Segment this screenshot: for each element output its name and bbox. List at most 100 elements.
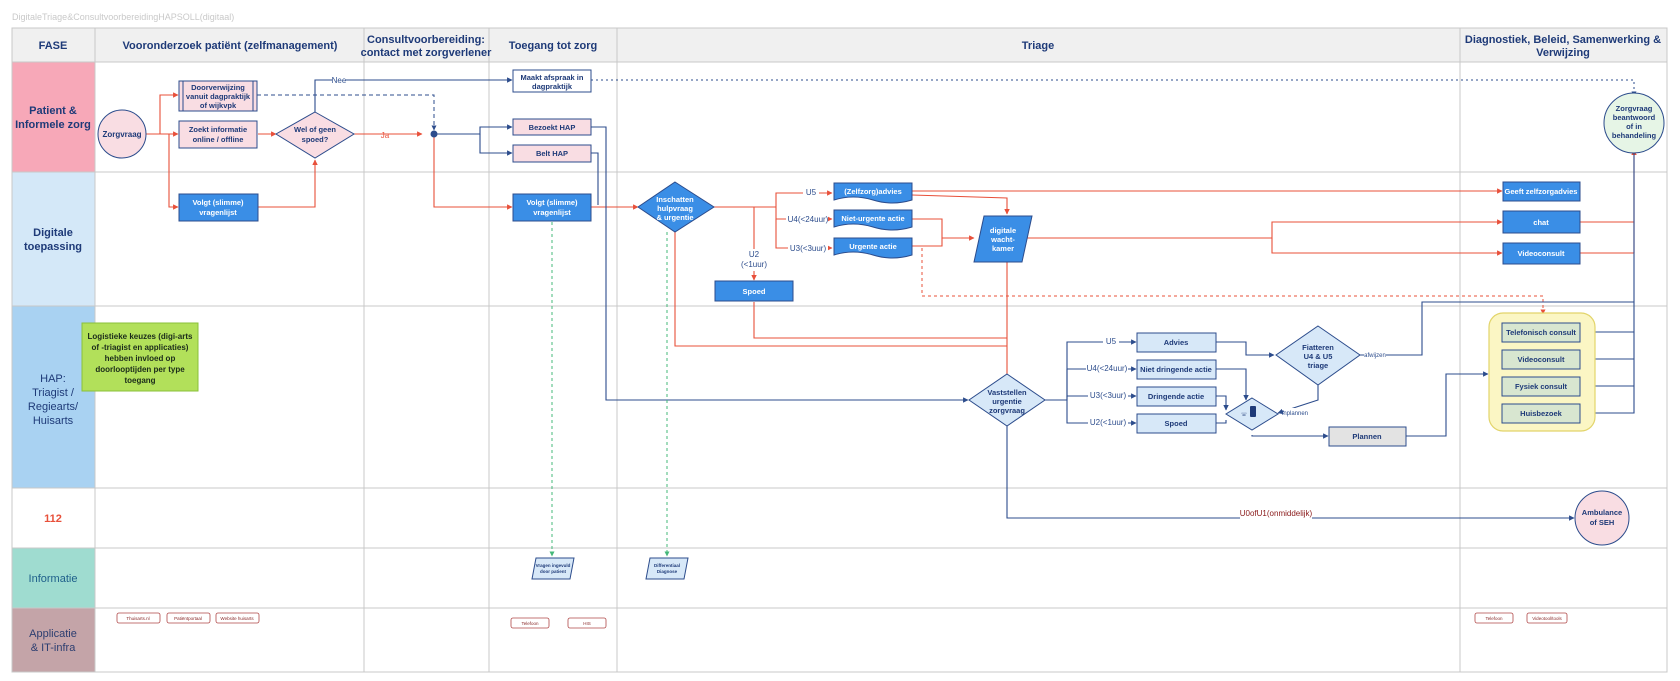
svg-text:hulpvraag: hulpvraag: [657, 204, 693, 213]
app-tag-website-huisarts[interactable]: Website huisarts: [215, 612, 260, 624]
svg-text:of in: of in: [1626, 122, 1642, 131]
svg-text:Website huisarts: Website huisarts: [220, 616, 254, 621]
svg-text:wacht-: wacht-: [990, 235, 1015, 244]
edge-label-u2-2: (<1uur): [741, 260, 767, 269]
node-doorverwijzing[interactable]: Doorverwijzing vanuit dagpraktijk of wij…: [178, 80, 258, 112]
svg-text:Vaststellen: Vaststellen: [987, 388, 1027, 397]
svg-text:Belt HAP: Belt HAP: [536, 149, 568, 158]
svg-text:Spoed: Spoed: [1165, 419, 1188, 428]
lane-app-label-1: Applicatie: [29, 628, 77, 640]
lane-digital-label-2: toepassing: [24, 241, 82, 253]
edge-label-u3-hap: U3(<3uur): [1090, 391, 1127, 400]
header-toegang: Toegang tot zorg: [509, 40, 597, 52]
svg-text:Telefoon: Telefoon: [1485, 616, 1503, 621]
svg-text:Zoekt informatie: Zoekt informatie: [189, 125, 247, 134]
node-spoed-hap[interactable]: Spoed: [1136, 413, 1217, 434]
svg-text:urgentie: urgentie: [992, 397, 1022, 406]
node-zoekt-informatie[interactable]: Zoekt informatie online / offline: [178, 120, 258, 149]
svg-text:zorgvraag: zorgvraag: [989, 406, 1025, 415]
node-telefoon-gateway[interactable]: ☏: [1225, 397, 1279, 431]
node-dringende-actie[interactable]: Dringende actie: [1136, 386, 1217, 407]
lane-app-bg: [11, 607, 96, 673]
node-ambulance[interactable]: Ambulance of SEH: [1574, 490, 1630, 546]
node-vragen-ingevuld[interactable]: Vragen ingevuld door patient: [531, 557, 575, 580]
node-spoed-digitaal[interactable]: Spoed: [714, 280, 794, 302]
node-niet-urgente-actie[interactable]: Niet-urgente actie: [833, 209, 913, 231]
svg-text:Videoconsult: Videoconsult: [1518, 355, 1565, 364]
svg-text:vragenlijst: vragenlijst: [199, 208, 237, 217]
blue-dashed-connector-1: [250, 94, 437, 131]
node-inschatten-hulpvraag[interactable]: Inschatten hulpvraag & urgentie: [637, 181, 715, 233]
lane-112-label: 112: [44, 513, 62, 525]
edge-label-afwijzen: afwijzen: [1364, 353, 1386, 359]
junction-dot: [430, 130, 438, 138]
node-plannen[interactable]: Plannen: [1328, 426, 1407, 447]
svg-text:Zorgvraag: Zorgvraag: [102, 130, 141, 139]
node-fysiek-consult[interactable]: Fysiek consult: [1501, 376, 1581, 397]
red-dotted-connector: [921, 248, 1546, 315]
lane-hap-label-4: Huisarts: [33, 415, 74, 427]
node-urgente-actie[interactable]: Urgente actie: [833, 237, 913, 259]
svg-text:Plannen: Plannen: [1352, 432, 1382, 441]
node-belt-hap[interactable]: Belt HAP: [512, 144, 592, 163]
svg-text:Fysiek consult: Fysiek consult: [1515, 382, 1568, 391]
svg-text:Videoconsult: Videoconsult: [1518, 249, 1565, 258]
svg-text:beantwoord: beantwoord: [1613, 113, 1656, 122]
node-maakt-afspraak[interactable]: Maakt afspraak in dagpraktijk: [512, 69, 592, 93]
node-advies[interactable]: Advies: [1136, 332, 1217, 353]
edge-label-u2-hap: U2(<1uur): [1090, 418, 1127, 427]
edge-label-u5-hap: U5: [1106, 337, 1117, 346]
app-tag-videotool[interactable]: Videotool/tools: [1526, 612, 1568, 624]
app-tag-thuisarts[interactable]: Thuisarts.nl: [116, 612, 161, 624]
node-telefonisch-consult[interactable]: Telefonisch consult: [1501, 322, 1581, 343]
node-volgt-vragenlijst-2[interactable]: Volgt (slimme) vragenlijst: [512, 193, 592, 222]
svg-text:Telefoon: Telefoon: [521, 621, 539, 626]
node-videoconsult-digitaal[interactable]: Videoconsult: [1502, 242, 1581, 265]
lane-hap-bg: [11, 305, 96, 489]
node-niet-dringende-actie[interactable]: Niet dringende actie: [1136, 359, 1217, 380]
node-videoconsult-hap[interactable]: Videoconsult: [1501, 349, 1581, 370]
lane-hap-label-3: Regiearts/: [28, 401, 79, 413]
svg-text:Zorgvraag: Zorgvraag: [1616, 104, 1653, 113]
svg-text:Advies: Advies: [1164, 338, 1189, 347]
svg-text:dagpraktijk: dagpraktijk: [532, 82, 573, 91]
header-consultvoorbereiding-1: Consultvoorbereiding:: [367, 34, 485, 46]
green-dotted-connectors: [549, 222, 670, 557]
edge-label-u3: U3(<3uur): [790, 244, 827, 253]
svg-text:(Zelfzorg)advies: (Zelfzorg)advies: [844, 187, 902, 196]
lane-patient-label-1: Patient &: [29, 105, 77, 117]
header-consultvoorbereiding-2: contact met zorgverlener: [361, 47, 493, 59]
node-fiatteren-triage[interactable]: Fiatteren U4 & U5 triage: [1275, 325, 1361, 386]
app-tag-telefoon-2[interactable]: Telefoon: [1474, 612, 1514, 624]
edge-label-u0u1: U0ofU1(onmiddelijk): [1240, 509, 1313, 518]
node-huisbezoek[interactable]: Huisbezoek: [1501, 403, 1581, 424]
svg-text:Doorverwijzing: Doorverwijzing: [191, 83, 245, 92]
svg-text:spoed?: spoed?: [302, 135, 329, 144]
node-bezoekt-hap[interactable]: Bezoekt HAP: [512, 118, 592, 136]
svg-text:Niet-urgente actie: Niet-urgente actie: [841, 214, 904, 223]
header-fase: FASE: [39, 40, 68, 52]
node-zelfzorgadvies[interactable]: (Zelfzorg)advies: [833, 182, 913, 204]
node-zorgvraag-beantwoord[interactable]: Zorgvraag beantwoord of in behandeling: [1603, 92, 1665, 154]
node-volgt-vragenlijst-1[interactable]: Volgt (slimme) vragenlijst: [178, 193, 259, 222]
svg-text:Inschatten: Inschatten: [656, 195, 694, 204]
app-tag-telefoon-1[interactable]: Telefoon: [510, 617, 550, 629]
node-chat[interactable]: chat: [1502, 210, 1581, 234]
node-zorgvraag[interactable]: Zorgvraag: [97, 109, 147, 159]
node-differentiaal-diagnose[interactable]: Differentiaal Diagnose: [645, 557, 689, 580]
edge-label-u4: U4(<24uur): [788, 215, 829, 224]
app-tag-his[interactable]: HIS: [567, 617, 607, 629]
svg-text:Telefonisch consult: Telefonisch consult: [1506, 328, 1576, 337]
edge-label-u5: U5: [806, 188, 817, 197]
svg-text:Volgt (slimme): Volgt (slimme): [192, 198, 244, 207]
app-tag-patientportaal[interactable]: Patiëntportaal: [166, 612, 211, 624]
node-wel-of-geen-spoed[interactable]: Wel of geen spoed?: [275, 111, 355, 159]
node-digitale-wachtkamer[interactable]: digitale wacht- kamer: [973, 215, 1033, 263]
edge-label-ja: Ja: [381, 131, 390, 140]
edge-label-nee: Nee: [332, 76, 347, 85]
node-vaststellen-urgentie[interactable]: Vaststellen urgentie zorgvraag: [968, 373, 1046, 427]
node-geeft-zelfzorgadvies[interactable]: Geeft zelfzorgadvies: [1502, 181, 1581, 202]
header-diagnostiek-2: Verwijzing: [1536, 47, 1590, 59]
svg-text:☏: ☏: [1241, 412, 1247, 418]
